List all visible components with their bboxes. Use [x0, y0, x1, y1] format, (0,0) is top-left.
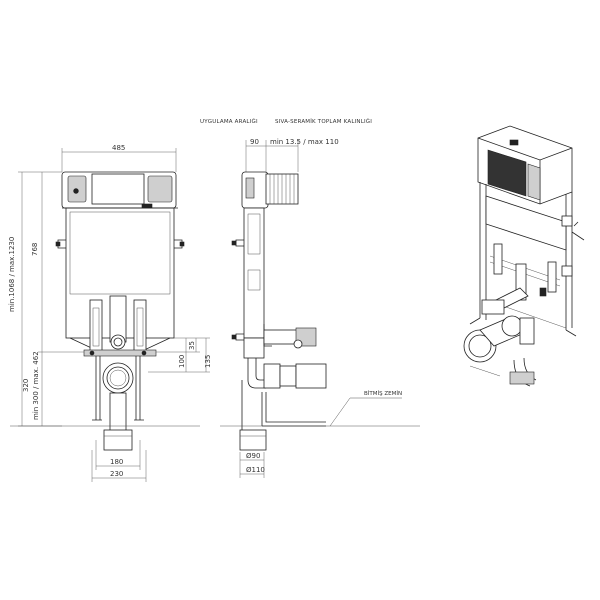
- diameter-90-label: Ø90: [246, 452, 260, 460]
- front-view: 485: [8, 144, 212, 482]
- dim-35-label: 35: [188, 341, 196, 350]
- low-320-label: 320: [22, 379, 30, 392]
- header: UYGULAMA ARALIĞI SIVA-SERAMİK TOPLAM KAL…: [200, 118, 372, 125]
- plaster-ceramic-thickness-label: SIVA-SERAMİK TOPLAM KALINLIĞI: [275, 118, 372, 125]
- application-range-label: UYGULAMA ARALIĞI: [200, 118, 258, 125]
- width-485-label: 485: [112, 144, 125, 152]
- dim-100-label: 100: [178, 355, 186, 368]
- thickness-range-label: min 13.5 / max 110: [270, 138, 339, 146]
- side-view: 90 min 13.5 / max 110: [220, 138, 420, 478]
- side-dim-90-label: 90: [250, 138, 259, 146]
- finished-floor-label: BİTMİŞ ZEMİN: [364, 390, 402, 397]
- flush-plate-section: [265, 173, 299, 205]
- bottom-230-label: 230: [110, 470, 123, 478]
- frame-height-768-label: 768: [31, 243, 39, 256]
- height-range-label: min.1068 / max.1230: [8, 237, 16, 312]
- dim-135-label: 135: [204, 355, 212, 368]
- bottom-180-label: 180: [110, 458, 123, 466]
- isometric-view: [463, 125, 585, 387]
- diameter-110-label: Ø110: [246, 466, 265, 474]
- low-range-label: min 300 / max. 462: [32, 351, 40, 420]
